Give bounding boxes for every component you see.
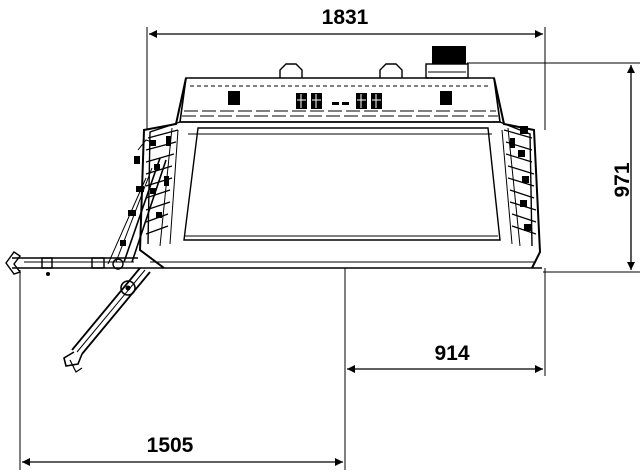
dimension-label-right-offset: 914 xyxy=(434,342,469,365)
folding-arm xyxy=(5,139,167,373)
dimension-height: 971 xyxy=(467,62,640,273)
dimension-right-offset: 914 xyxy=(344,268,546,470)
dimension-label-height: 971 xyxy=(611,162,634,197)
dimension-label-top-width: 1831 xyxy=(322,6,369,29)
machine-body xyxy=(138,46,542,269)
dimension-top-width: 1831 xyxy=(146,6,546,130)
dimension-label-bottom-width: 1505 xyxy=(147,434,194,457)
dimension-bottom-width: 1505 xyxy=(19,270,343,470)
